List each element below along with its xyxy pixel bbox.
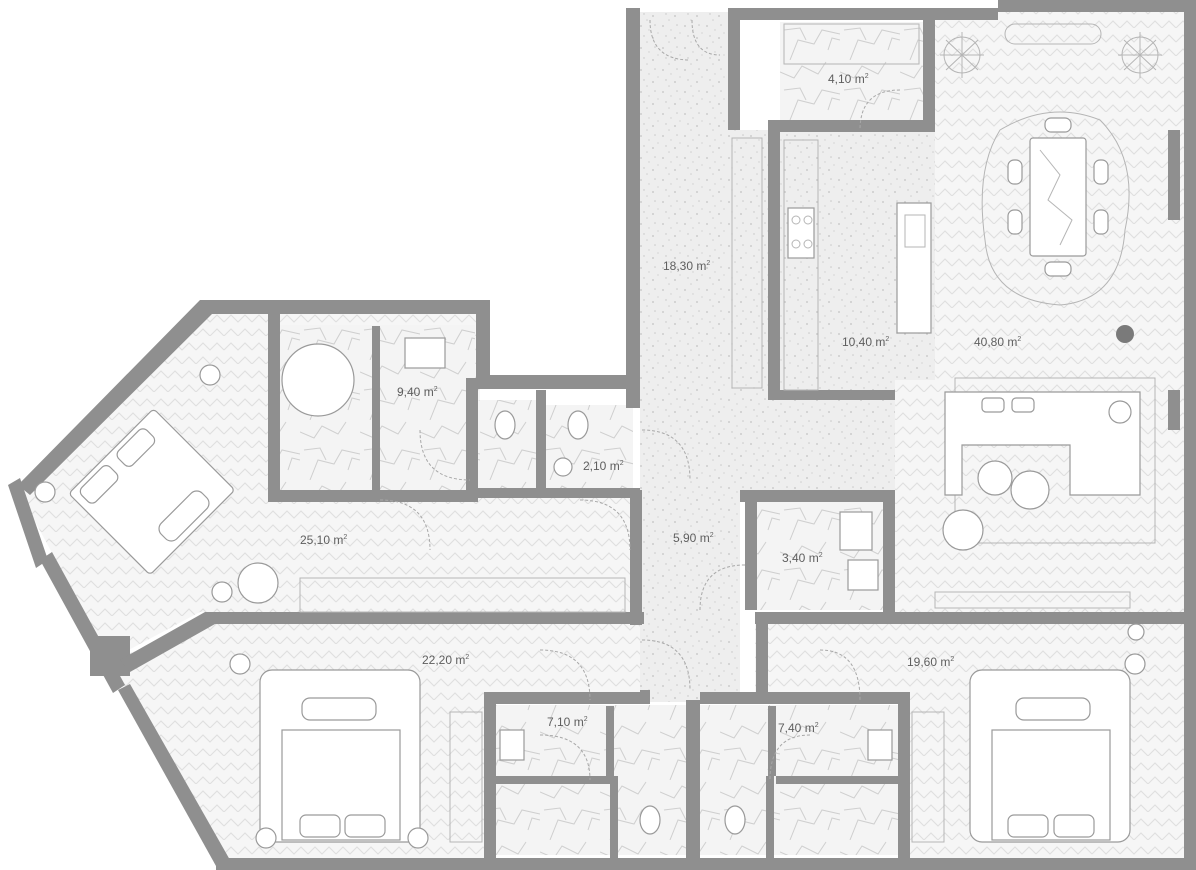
- armchair: [237, 562, 279, 604]
- walls: [8, 0, 1196, 870]
- master-wardrobe: [299, 577, 626, 613]
- toilet-icon: [639, 805, 661, 835]
- sink-icon: [499, 729, 525, 761]
- area-master-bath: 9,40 m2: [397, 385, 438, 399]
- area-bedroom-3: 19,60 m2: [907, 655, 954, 669]
- area-living: 40,80 m2: [974, 335, 1021, 349]
- cooktop: [787, 207, 815, 259]
- sofa: [944, 391, 1141, 496]
- toilet-icon: [567, 410, 589, 440]
- wardrobe-2: [449, 711, 483, 843]
- area-corridor: 5,90 m2: [673, 531, 714, 545]
- area-storage: 4,10 m2: [828, 72, 869, 86]
- area-laundry: 3,40 m2: [782, 551, 823, 565]
- floor-lamp: [1108, 400, 1132, 424]
- sink-icon: [867, 729, 893, 761]
- tv-console: [934, 591, 1131, 609]
- area-guest-wc: 2,10 m2: [583, 459, 624, 473]
- area-bath-3: 7,40 m2: [778, 721, 819, 735]
- area-bath-2: 7,10 m2: [547, 715, 588, 729]
- armchair: [942, 509, 984, 551]
- kitchen-island: [896, 202, 932, 334]
- area-labels: 4,10 m2 18,30 m2 10,40 m2 40,80 m2 9,40 …: [300, 72, 1021, 735]
- pendant-point: [1116, 325, 1134, 343]
- furniture: [34, 19, 1162, 849]
- dining-chairs: [1007, 117, 1109, 277]
- dining-rug: [981, 111, 1130, 306]
- plant-icon: [1118, 32, 1162, 78]
- sink-icon: [404, 337, 446, 369]
- bathtub: [281, 343, 355, 417]
- hall-wardrobe: [731, 137, 763, 389]
- area-hall: 18,30 m2: [663, 259, 710, 273]
- dining-table: [1029, 137, 1087, 257]
- coffee-table: [977, 460, 1013, 496]
- kitchen-counter: [783, 139, 819, 391]
- bench: [158, 490, 210, 542]
- wardrobe-3: [911, 711, 945, 843]
- area-master-bedroom: 25,10 m2: [300, 533, 347, 547]
- master-bed: [69, 409, 234, 574]
- sink-icon: [904, 214, 926, 248]
- area-kitchen: 10,40 m2: [842, 335, 889, 349]
- toilet-icon: [494, 410, 516, 440]
- toilet-icon: [724, 805, 746, 835]
- area-bedroom-2: 22,20 m2: [422, 653, 469, 667]
- plant-icon: [940, 32, 984, 78]
